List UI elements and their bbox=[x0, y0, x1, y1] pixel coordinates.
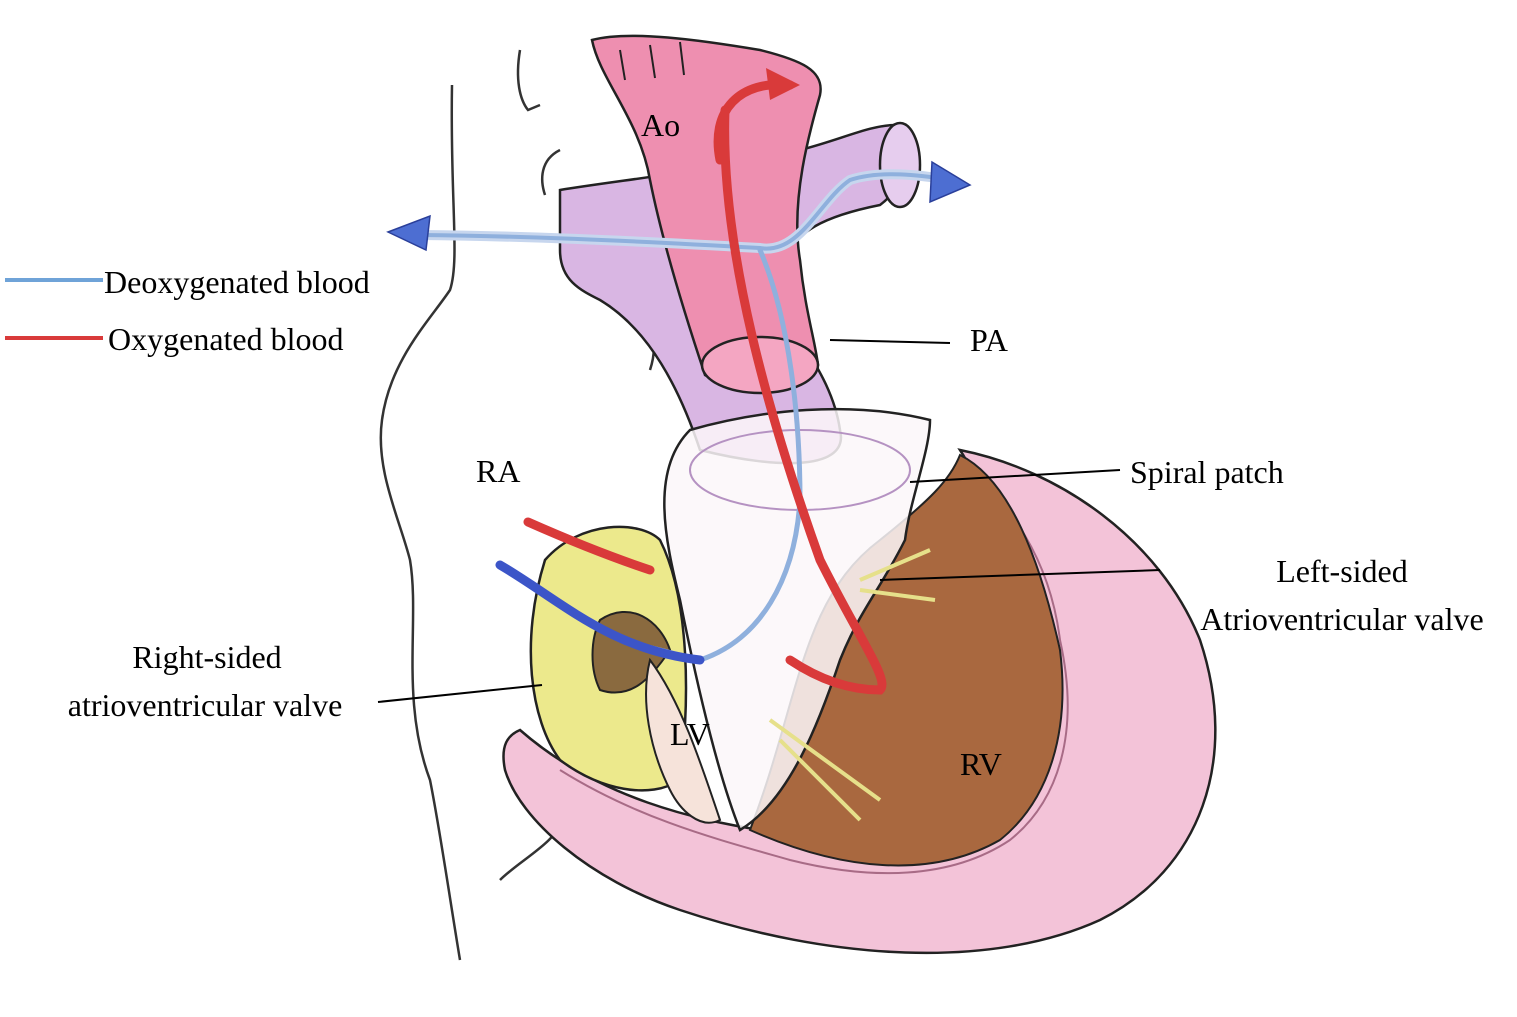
label-spiral-patch: Spiral patch bbox=[1130, 454, 1284, 490]
legend: Deoxygenated blood Oxygenated blood bbox=[5, 264, 370, 357]
label-pa: PA bbox=[970, 322, 1008, 358]
label-lv: LV bbox=[670, 716, 710, 752]
lv-region bbox=[645, 657, 722, 824]
deoxygenated-legend-label: Deoxygenated blood bbox=[104, 264, 370, 300]
label-ao: Ao bbox=[641, 107, 680, 143]
right-blue-arrowhead bbox=[929, 160, 972, 204]
aorta bbox=[590, 34, 822, 387]
leader-lines bbox=[377, 339, 1161, 703]
label-left-av-line1: Left-sided bbox=[1276, 553, 1408, 589]
label-left-av-line2: Atrioventricular valve bbox=[1200, 601, 1483, 637]
label-rv: RV bbox=[960, 746, 1002, 782]
aortic-branches bbox=[619, 41, 685, 81]
myocardium-inner-border bbox=[559, 464, 1069, 875]
label-right-av-line2: atrioventricular valve bbox=[68, 687, 343, 723]
label-ra: RA bbox=[476, 453, 520, 489]
label-right-av-line1: Right-sided bbox=[132, 639, 281, 675]
oxygenated-legend-label: Oxygenated blood bbox=[108, 321, 344, 357]
deoxygenated-flow bbox=[415, 169, 955, 665]
left-blue-arrowhead bbox=[386, 214, 431, 252]
left-av-chordae bbox=[768, 548, 936, 822]
pa-branch-opening bbox=[878, 121, 922, 209]
red-arrowhead bbox=[766, 68, 800, 100]
